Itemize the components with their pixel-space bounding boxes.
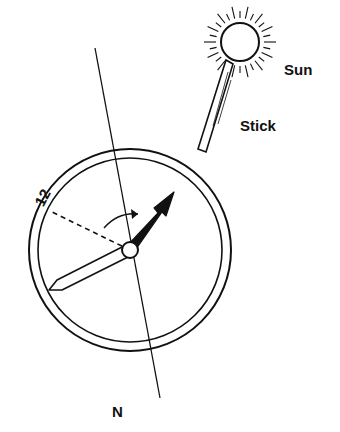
sun-ray — [262, 26, 273, 31]
stick-shading — [213, 72, 231, 126]
sun-ray — [264, 41, 276, 42]
stick-label: Stick — [240, 118, 276, 133]
sun-ray — [216, 57, 221, 61]
watch-pivot — [122, 242, 138, 258]
sun-ray — [204, 41, 216, 42]
sun-ray — [255, 14, 262, 23]
sun-ray — [250, 14, 253, 20]
sun-ray — [210, 47, 217, 49]
watch-bezel — [38, 158, 222, 342]
sun-ray — [259, 57, 264, 61]
sun-ray — [259, 23, 264, 27]
sun-ray — [245, 65, 248, 77]
sun-ray — [210, 35, 217, 37]
sun-ray — [263, 47, 270, 49]
sun-rays — [204, 7, 276, 77]
bisect-arc-arrowhead — [131, 209, 138, 219]
sun-ray — [250, 64, 253, 70]
stick — [198, 60, 233, 152]
north-label: N — [112, 404, 123, 419]
sun-ray — [239, 11, 240, 18]
sun-ray — [239, 66, 240, 73]
sun-ray — [208, 26, 219, 31]
sun-ray — [245, 7, 248, 19]
sun-ray — [262, 52, 273, 57]
sun-ray — [218, 14, 225, 23]
sun-ray — [232, 7, 235, 19]
sun-label: Sun — [284, 62, 312, 77]
sun-disc — [221, 23, 259, 61]
sun-ray — [227, 14, 230, 20]
watch-case — [29, 149, 231, 351]
sun-ray — [216, 23, 221, 27]
sun-ray — [263, 35, 270, 37]
sun-ray — [208, 52, 219, 57]
sun-ray — [255, 61, 262, 70]
